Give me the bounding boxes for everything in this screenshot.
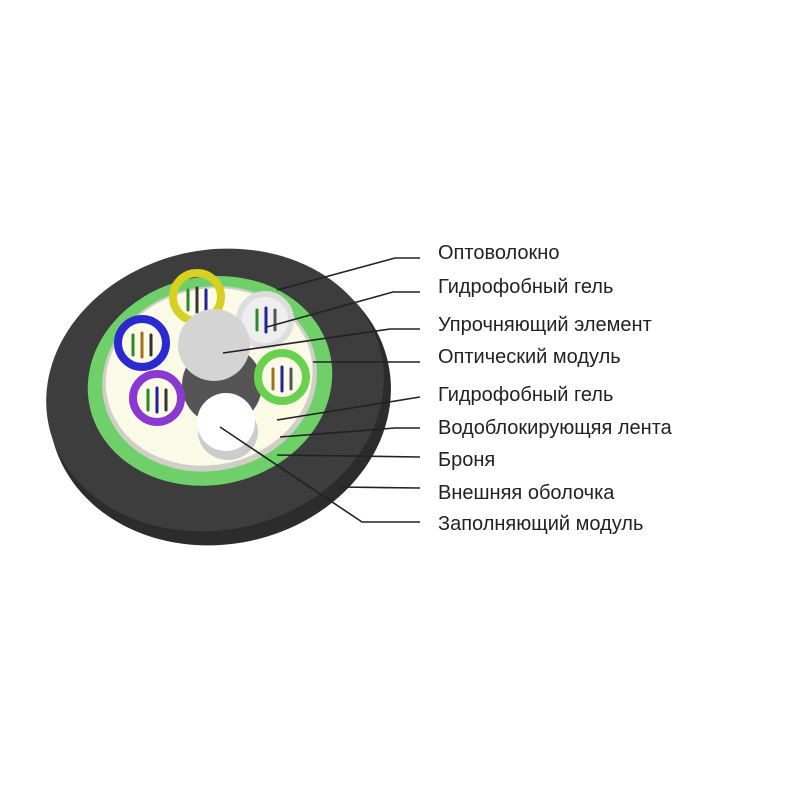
module-purple: [129, 370, 185, 426]
label-water-blocking-tape: Водоблокирующяя лента: [438, 417, 672, 439]
label-outer-sheath: Внешняя оболочка: [438, 482, 615, 504]
label-hydrophobic-gel-1: Гидрофобный гель: [438, 276, 614, 298]
filler-module: [197, 393, 255, 451]
module-blue: [114, 315, 170, 371]
leader-lines: [219, 257, 421, 523]
label-strength-member: Упрочняющий элемент: [438, 314, 652, 336]
label-filler-module: Заполняющий модуль: [438, 513, 644, 535]
label-hydrophobic-gel-2: Гидрофобный гель: [438, 384, 614, 406]
label-optical-module: Оптический модуль: [438, 346, 621, 368]
label-optical-fiber: Оптоволокно: [438, 242, 560, 264]
label-armor: Броня: [438, 449, 496, 471]
module-green: [254, 349, 310, 405]
optical-fibers: [131, 286, 293, 414]
strength-member: [178, 309, 250, 381]
